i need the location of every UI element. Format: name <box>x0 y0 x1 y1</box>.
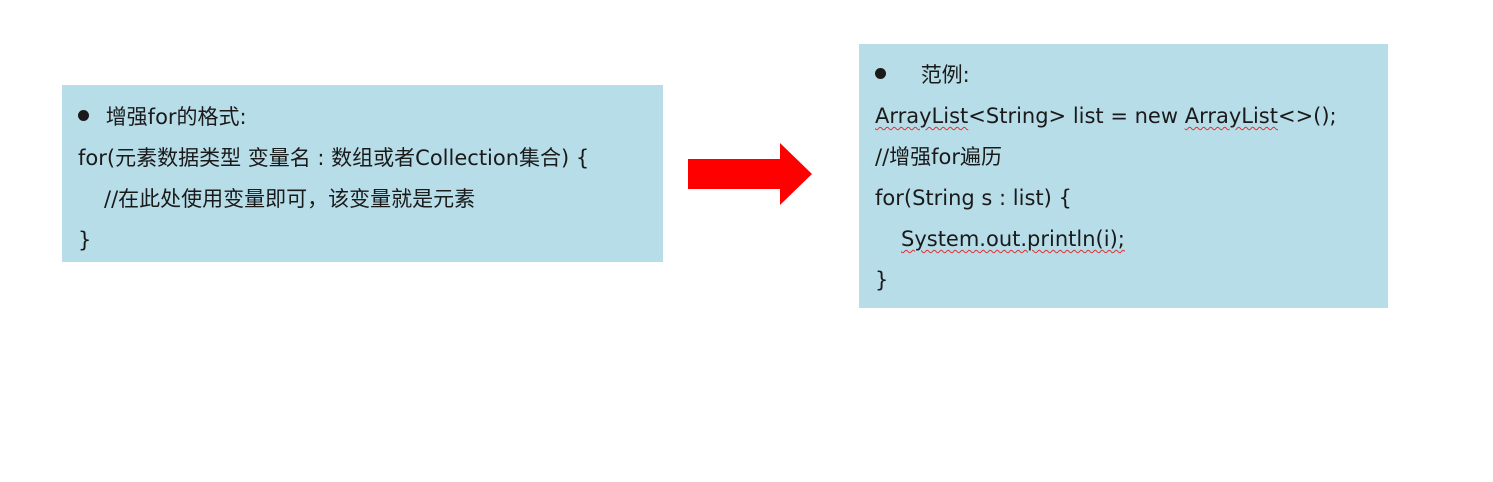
example-line-3: for(String s : list) { <box>875 186 1072 210</box>
example-line-5: } <box>875 268 889 292</box>
spell-flagged-word: System.out.println(i); <box>901 227 1125 251</box>
example-heading-line: 范例: <box>875 61 970 89</box>
example-line-1: ArrayList<String> list = new ArrayList<>… <box>875 102 1337 130</box>
syntax-heading-line: 增强for的格式: <box>78 103 247 131</box>
right-arrow-shape <box>688 143 812 205</box>
spell-flagged-word: ArrayList <box>875 104 969 128</box>
syntax-line-3: } <box>78 228 92 252</box>
syntax-line-2-text: //在此处使用变量即可，该变量就是元素 <box>104 187 476 211</box>
bullet-icon <box>875 67 886 79</box>
example-line-4: System.out.println(i); <box>875 225 1125 253</box>
syntax-heading: 增强for的格式: <box>105 105 247 129</box>
example-heading: 范例: <box>920 63 970 87</box>
syntax-line-1: for(元素数据类型 变量名 : 数组或者Collection集合) { <box>78 146 590 170</box>
example-box: 范例: ArrayList<String> list = new ArrayLi… <box>859 44 1388 308</box>
right-arrow-icon <box>688 143 812 205</box>
code-fragment: <String> list = new <box>968 104 1185 128</box>
syntax-line-2: //在此处使用变量即可，该变量就是元素 <box>78 185 475 213</box>
spell-flagged-word: ArrayList <box>1184 104 1278 128</box>
code-fragment: <>(); <box>1277 104 1337 128</box>
bullet-icon <box>78 109 89 121</box>
syntax-box: 增强for的格式: for(元素数据类型 变量名 : 数组或者Collectio… <box>62 85 663 262</box>
example-line-2: //增强for遍历 <box>875 145 1003 169</box>
